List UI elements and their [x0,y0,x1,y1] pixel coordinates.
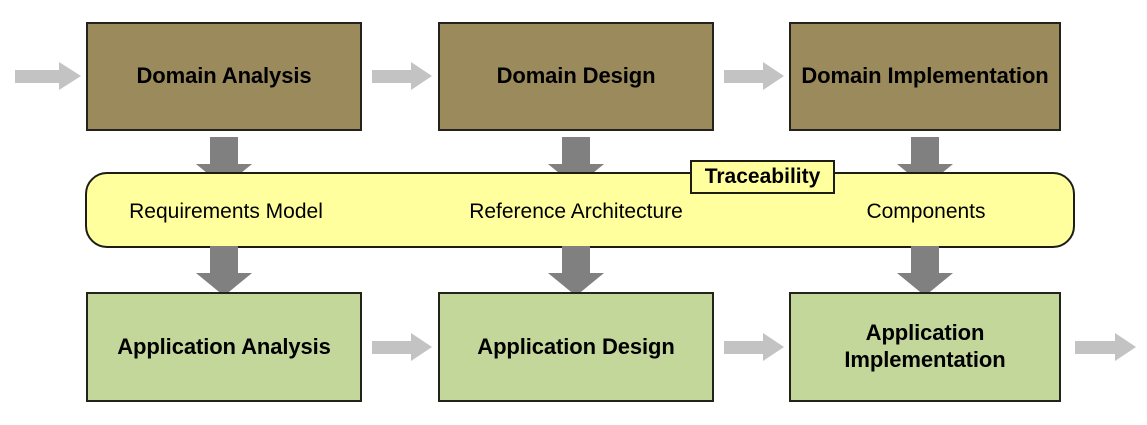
arrow-head [196,273,252,296]
arrow-head [1115,333,1136,361]
reference-architecture-label: Reference Architecture [469,200,683,223]
application-analysis-box[interactable]: Application Analysis [86,292,362,402]
traceability-callout[interactable]: Traceability [690,160,835,194]
domain-implementation-label: Domain Implementation [801,63,1049,89]
arrow-head [411,333,432,361]
application-design-box[interactable]: Application Design [438,292,714,402]
application-analysis-to-design-arrow [372,333,432,361]
requirements-to-application-analysis-arrow [196,246,252,296]
core-asset-band[interactable] [85,172,1075,248]
domain-analysis-box[interactable]: Domain Analysis [86,22,362,131]
domain-implementation-box[interactable]: Domain Implementation [789,22,1061,131]
arrow-shaft [15,70,60,83]
arrow-shaft [911,246,939,274]
arrow-shaft [562,246,590,274]
domain-analysis-label: Domain Analysis [136,63,312,89]
arrow-shaft [724,70,764,83]
arrow-head [763,333,784,361]
domain-input-arrow [15,62,81,90]
arrow-shaft [724,341,764,354]
arrow-head [897,273,953,296]
components-label: Components [866,200,986,223]
application-implementation-box[interactable]: Application Implementation [789,292,1061,402]
arrow-head [59,62,81,90]
domain-design-box[interactable]: Domain Design [438,22,714,131]
arrow-head [548,273,604,296]
domain-design-to-implementation-arrow [724,62,784,90]
arrow-head [411,62,432,90]
requirements-model-label: Requirements Model [129,200,323,223]
traceability-label: Traceability [704,165,821,188]
application-output-arrow [1075,333,1137,361]
arrow-shaft [372,70,412,83]
application-design-to-implementation-arrow [724,333,784,361]
components-to-application-implementation-arrow [897,246,953,296]
arrow-shaft [911,137,939,165]
domain-analysis-to-design-arrow [372,62,432,90]
application-implementation-label: Application Implementation [844,320,1006,372]
arrow-shaft [210,246,238,274]
arrow-shaft [1075,341,1116,354]
arrow-shaft [372,341,412,354]
architecture-to-application-design-arrow [548,246,604,296]
domain-design-label: Domain Design [496,63,656,89]
arrow-head [763,62,784,90]
arrow-shaft [562,137,590,165]
application-analysis-label: Application Analysis [117,333,331,359]
application-design-label: Application Design [477,333,675,359]
arrow-shaft [210,137,238,165]
